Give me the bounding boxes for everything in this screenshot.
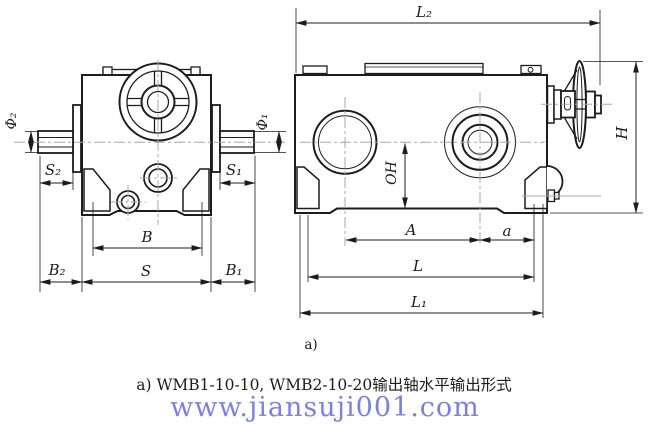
front-foot-left xyxy=(83,168,111,212)
front-centerlines xyxy=(14,60,286,225)
front-flange-right xyxy=(211,104,221,173)
dim-label-b2: B₂ xyxy=(47,261,65,279)
dim-label-A: A xyxy=(404,221,417,239)
front-foot-right xyxy=(182,168,210,212)
side-foot-left xyxy=(296,166,320,210)
dim-label-b: B xyxy=(140,228,152,246)
dim-label-l1: L₁ xyxy=(410,293,427,311)
dim-label-l: L xyxy=(412,257,423,275)
dim-label-s1: S₁ xyxy=(226,161,242,179)
dim-label-h: H xyxy=(613,126,631,141)
side-view xyxy=(294,60,602,214)
front-flange-left xyxy=(72,104,82,173)
dim-label-b1: B₁ xyxy=(224,261,242,279)
side-dim-labels: L₂ H OH A a L L₁ xyxy=(384,3,631,311)
dim-label-s2: S₂ xyxy=(45,161,61,179)
dim-label-a: a xyxy=(503,222,512,240)
front-view xyxy=(37,62,255,216)
figure-caption: a) WMB1-10-10, WMB2-10-20输出轴水平输出形式 xyxy=(136,376,512,394)
side-foot-right xyxy=(524,166,548,210)
side-top-tab xyxy=(302,65,328,75)
side-oil-plug-hole xyxy=(527,66,534,73)
sub-figure-label: a) xyxy=(304,337,317,353)
dim-label-phi1: Φ₁ xyxy=(255,113,271,130)
dim-label-l2: L₂ xyxy=(415,3,432,21)
dim-label-phi2: Φ₂ xyxy=(4,112,20,129)
front-dim-labels: Φ₂ S₂ S₁ Φ₁ B S B₂ B₁ xyxy=(4,112,271,280)
dim-label-s: S xyxy=(141,262,151,280)
side-top-plate xyxy=(364,62,484,75)
side-centerlines xyxy=(300,92,612,246)
side-dimensions xyxy=(295,8,643,318)
hub-keyway xyxy=(564,96,571,111)
front-top-tab-right xyxy=(190,66,201,76)
dim-label-oh: OH xyxy=(384,160,400,184)
side-oil-plug-block xyxy=(520,64,542,75)
front-top-tab-left xyxy=(102,66,113,76)
front-dimensions xyxy=(25,130,286,292)
watermark-text: www.jiansuji001.com xyxy=(170,392,480,423)
